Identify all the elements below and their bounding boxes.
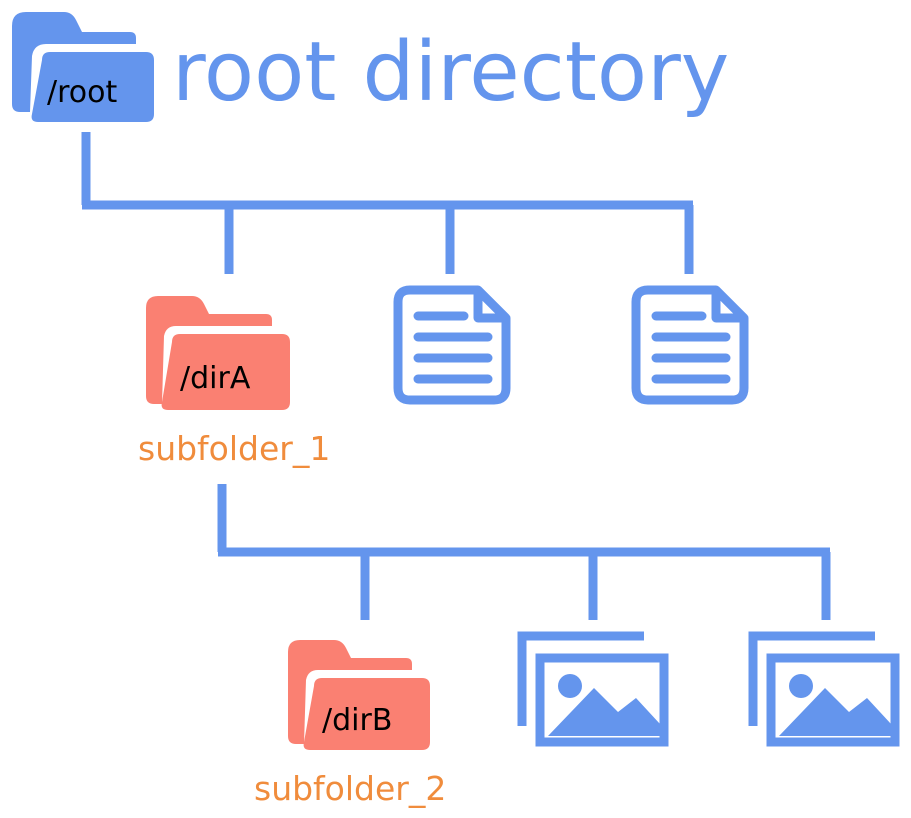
document-icon (393, 285, 511, 405)
dirB-folder-label: /dirB (322, 703, 392, 738)
dirB-folder[interactable]: /dirB (288, 640, 430, 750)
dirA-caption: subfolder_1 (138, 429, 330, 468)
dirA-folder[interactable]: /dirA (146, 296, 290, 410)
root-folder-label: /root (47, 75, 117, 110)
document-icon (631, 285, 749, 405)
folder-icon (12, 12, 155, 122)
image-icon (517, 631, 669, 747)
document-file-2[interactable] (631, 285, 749, 405)
image-file-2[interactable] (748, 631, 900, 747)
document-file-1[interactable] (393, 285, 511, 405)
dirA-folder-label: /dirA (180, 361, 251, 396)
diagram-title: root directory (172, 25, 729, 120)
dirB-caption: subfolder_2 (254, 769, 446, 808)
image-file-1[interactable] (517, 631, 669, 747)
folder-icon (146, 296, 290, 410)
image-icon (748, 631, 900, 747)
folder-icon (288, 640, 430, 750)
root-folder[interactable]: /root (12, 12, 155, 122)
tree-connectors (81, 132, 831, 620)
